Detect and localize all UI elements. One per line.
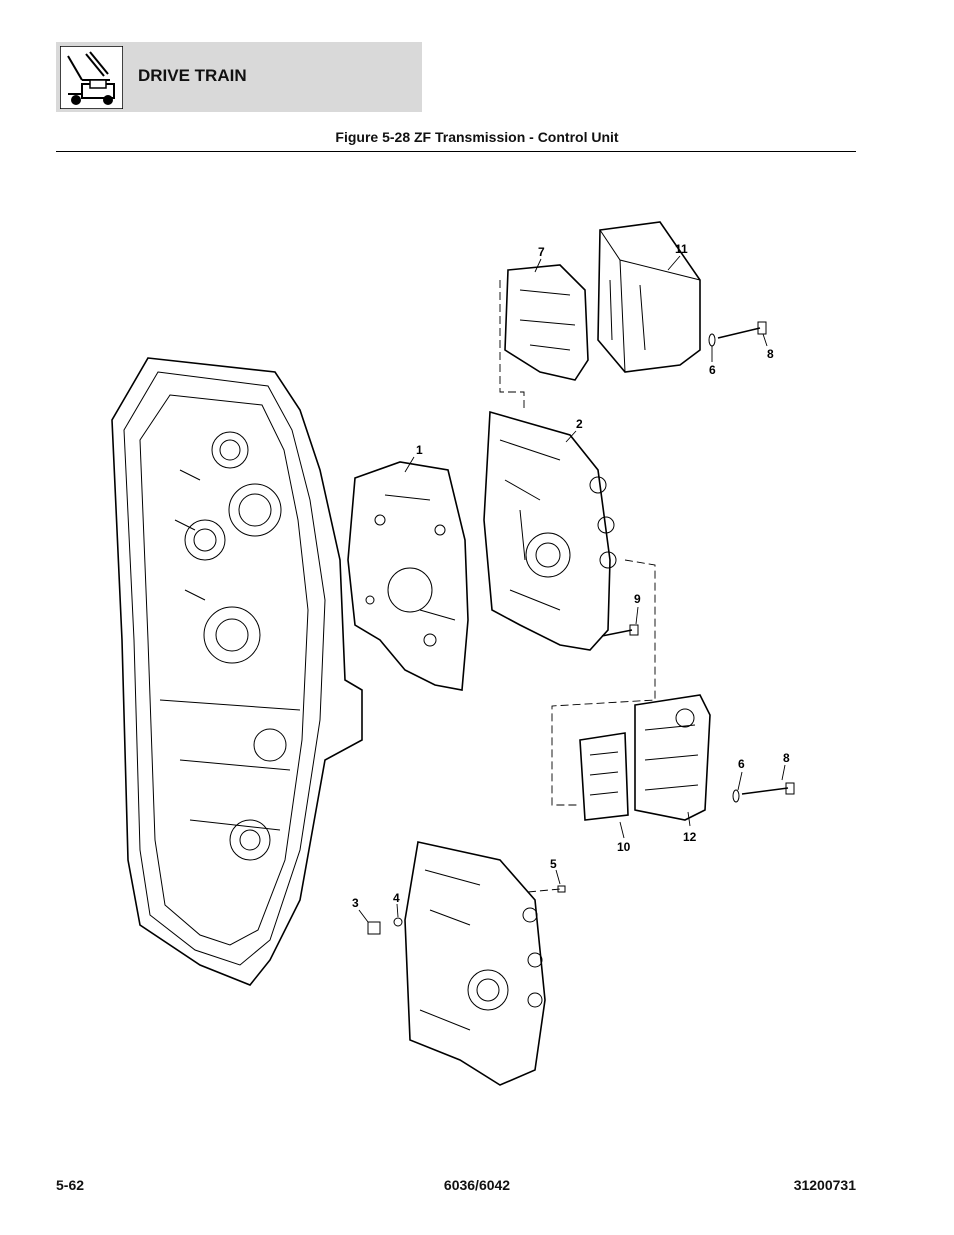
plug-part-3	[367, 921, 381, 935]
alignment-line-lower	[527, 888, 561, 893]
callout-9: 9	[634, 592, 641, 606]
document-number: 31200731	[793, 1177, 856, 1193]
alignment-line-middle	[551, 559, 656, 806]
drive-train-icon	[60, 46, 123, 109]
control-valve-part-12	[634, 694, 711, 821]
figure-title: Figure 5-28 ZF Transmission - Control Un…	[335, 129, 619, 145]
gasket-part-7	[504, 264, 589, 381]
alignment-line-upper	[499, 280, 525, 410]
callout-2: 2	[576, 417, 583, 431]
valve-body-plate-lower	[404, 841, 546, 1086]
valve-body-plate-part-2	[483, 410, 617, 651]
callout-6-lower: 6	[738, 757, 745, 771]
callout-4: 4	[393, 891, 400, 905]
callout-8-lower: 8	[783, 751, 790, 765]
callout-8-upper: 8	[767, 347, 774, 361]
callout-10: 10	[617, 840, 631, 854]
leader-lines	[358, 255, 786, 923]
bolt-and-washer-lower	[732, 782, 795, 803]
model-number: 6036/6042	[443, 1177, 511, 1193]
section-title: DRIVE TRAIN	[138, 66, 247, 85]
page-number: 5-62	[56, 1177, 85, 1193]
callout-6-upper: 6	[709, 363, 716, 377]
gasket-part-10	[579, 732, 629, 821]
header-divider	[56, 151, 856, 152]
callout-7: 7	[538, 245, 545, 259]
callout-5: 5	[550, 857, 557, 871]
callout-1: 1	[416, 443, 423, 457]
transmission-housing	[111, 357, 363, 986]
callout-11: 11	[675, 242, 688, 256]
bolt-part-9	[601, 624, 639, 637]
callout-3: 3	[352, 896, 359, 910]
callout-12: 12	[683, 830, 697, 844]
ball-part-4	[393, 917, 403, 927]
bolt-and-washer-upper	[708, 321, 767, 347]
control-valve-part-11	[597, 221, 701, 373]
section-header: DRIVE TRAIN	[56, 42, 422, 112]
gasket-part-1	[347, 461, 469, 691]
